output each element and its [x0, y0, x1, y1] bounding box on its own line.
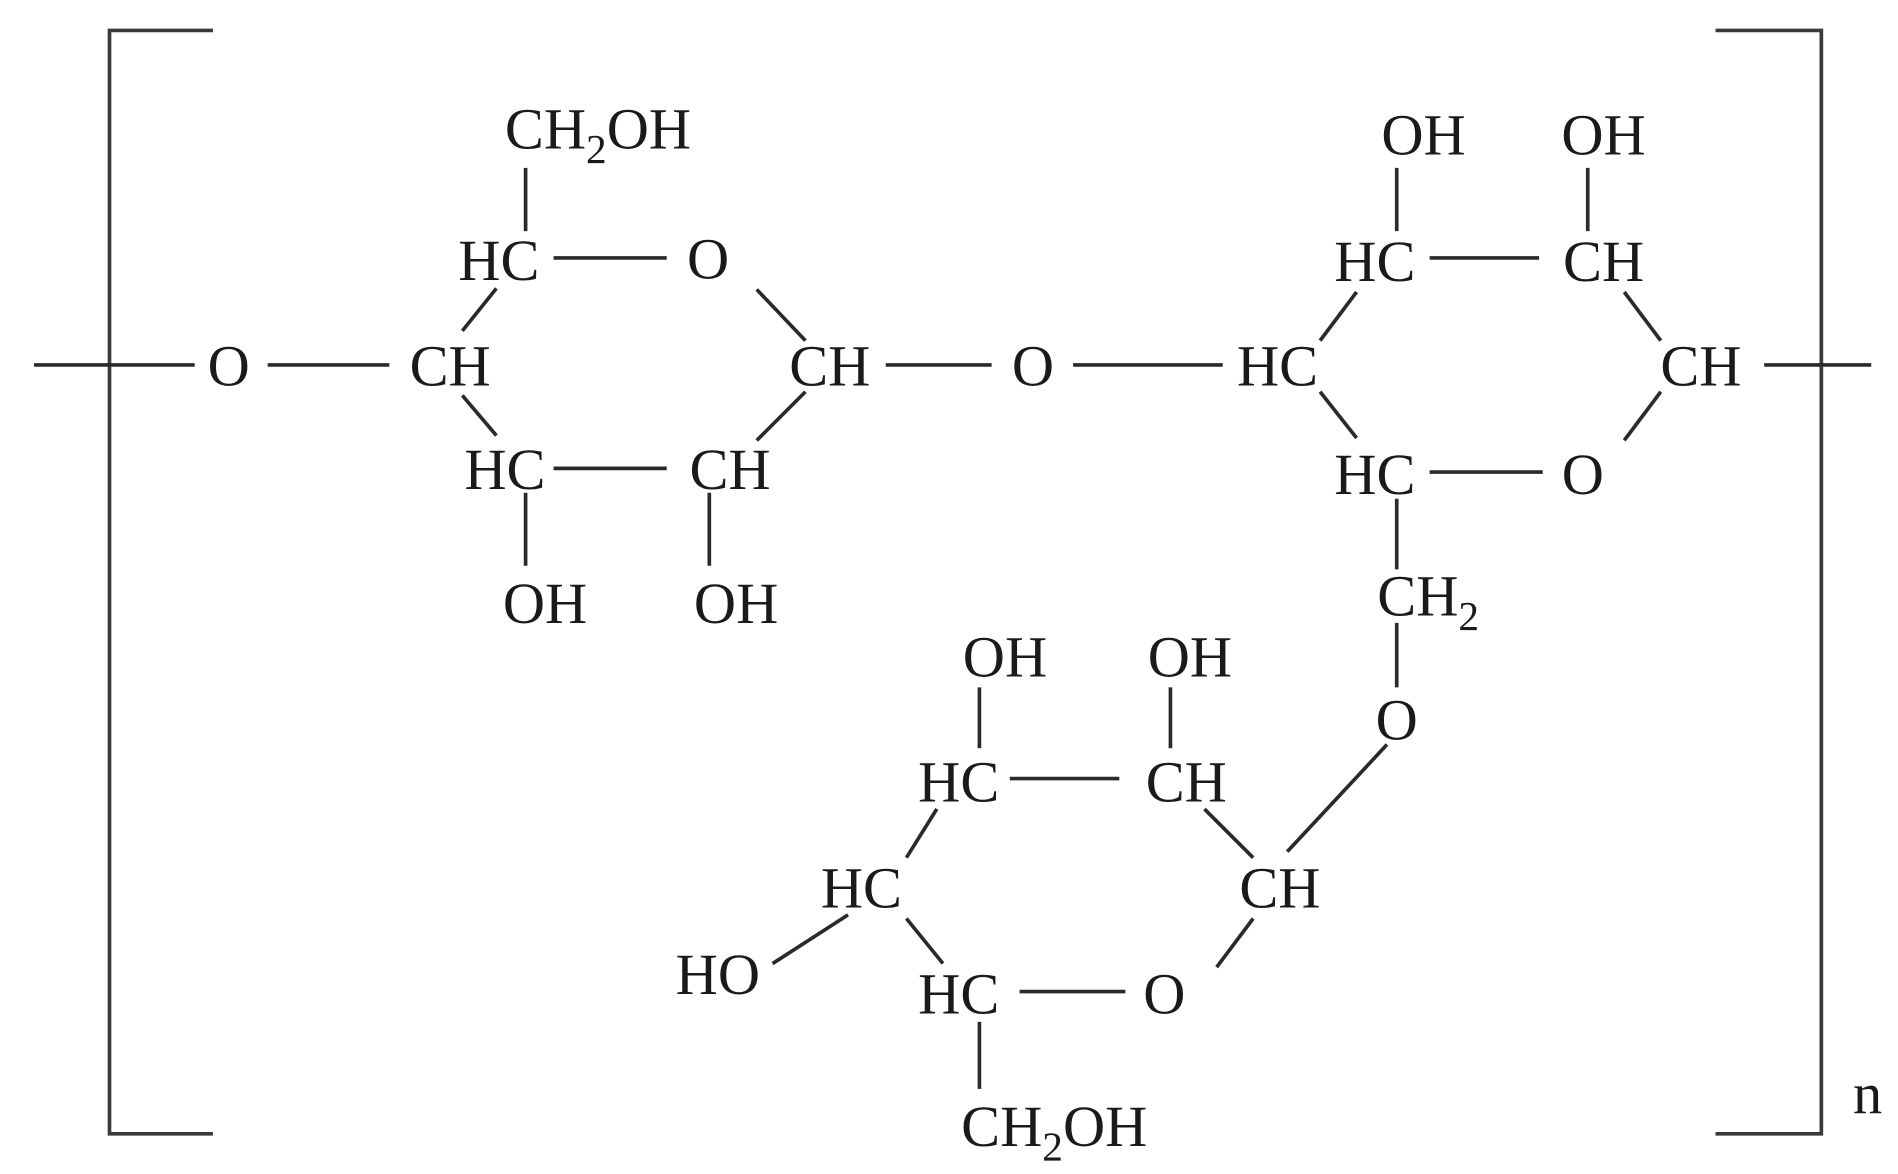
atom-o: O [1376, 688, 1418, 753]
bond [1285, 743, 1389, 853]
atom-ch2oh: CH2OH [505, 96, 691, 172]
atom-ho: HO [676, 942, 760, 1007]
atom-hc: HC [918, 750, 999, 815]
atom-ch: CH [1146, 750, 1227, 815]
atom-hc: HC [458, 228, 539, 293]
atom-ch: CH [1239, 856, 1320, 921]
bond [1622, 390, 1663, 442]
bond [904, 917, 945, 965]
atom-o: O [687, 227, 729, 292]
atom-oh: OH [1561, 103, 1645, 168]
atom-hc: HC [464, 437, 545, 502]
bond [1318, 290, 1359, 342]
atom-oh: OH [1148, 624, 1232, 689]
atom-hc: HC [1334, 442, 1415, 507]
bond [1318, 390, 1359, 440]
bond [755, 288, 807, 342]
bond [460, 287, 498, 333]
atom-o-glycosidic: O [1012, 334, 1054, 399]
bonds [34, 167, 1872, 1089]
atom-oh: OH [1381, 103, 1465, 168]
atom-hc: HC [1237, 334, 1318, 399]
repeat-subscript-n: n [1853, 1061, 1882, 1126]
ring-1: CH2OH HC O O CH CH HC CH OH OH [208, 96, 871, 635]
atom-ch2oh: CH2OH [961, 1094, 1147, 1170]
atom-hc: HC [1334, 229, 1415, 294]
atom-hc: HC [821, 856, 902, 921]
atom-o: O [208, 334, 250, 399]
atom-oh: OH [503, 571, 587, 636]
bond [755, 390, 807, 442]
atom-ch: CH [410, 334, 491, 399]
ring-2: OH OH HC CH HC CH HC O CH2 O [1237, 103, 1741, 753]
atom-oh: OH [694, 571, 778, 636]
bond [1215, 917, 1255, 969]
atom-hc: HC [918, 961, 999, 1026]
atom-ch: CH [689, 437, 770, 502]
atom-ch: CH [789, 334, 870, 399]
atom-ch: CH [1563, 229, 1644, 294]
atom-oh: OH [963, 624, 1047, 689]
bond [1622, 290, 1663, 342]
bond [460, 394, 498, 437]
atom-o: O [1143, 961, 1185, 1026]
bond [1203, 807, 1255, 859]
bond [904, 808, 939, 859]
right-bracket [1715, 28, 1824, 1136]
ring-3: OH OH HC CH HC CH HO HC O CH2OH [676, 624, 1321, 1169]
atom-o: O [1562, 442, 1604, 507]
left-bracket [107, 28, 213, 1136]
bond [771, 913, 850, 966]
atom-ch: CH [1660, 334, 1741, 399]
atom-ch2: CH2 [1377, 564, 1479, 640]
